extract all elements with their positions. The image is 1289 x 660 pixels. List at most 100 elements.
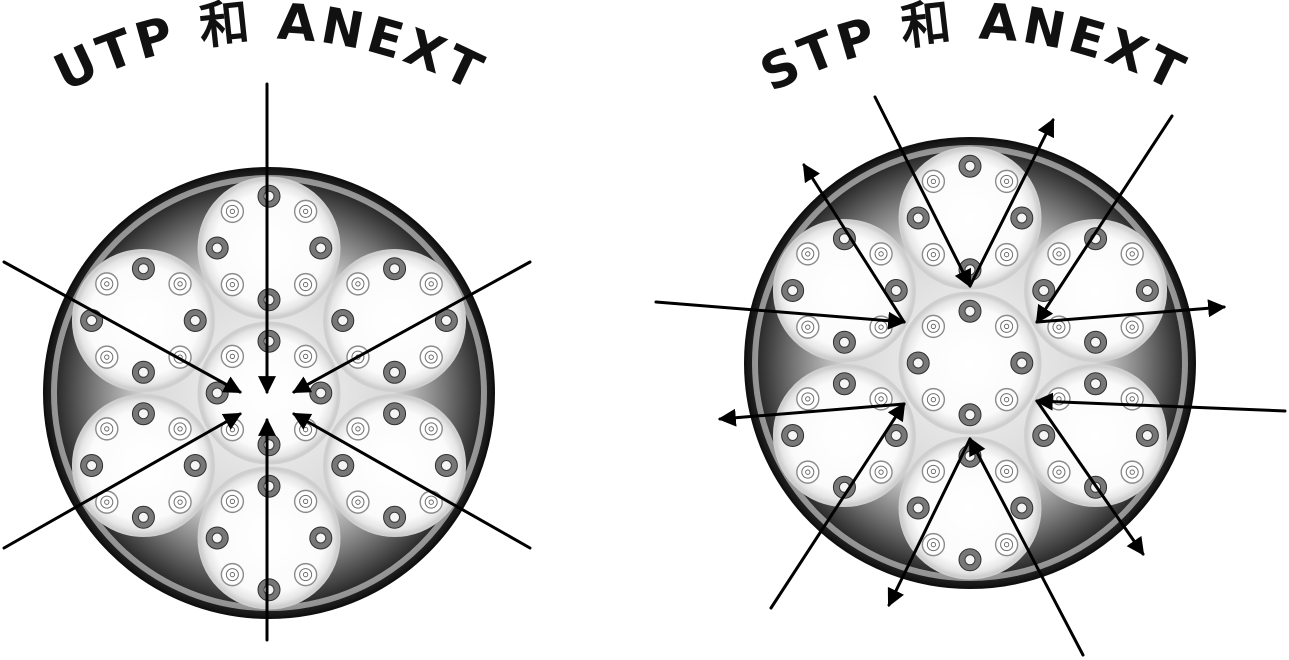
conductor-core-stp-5-5 — [805, 324, 811, 330]
stp-arrow-upper-left-out — [802, 163, 906, 324]
conductor-core-utp-3-5 — [229, 572, 235, 578]
conductor-core-stp-center-2 — [1016, 357, 1028, 369]
conductor-core-stp-4-1 — [878, 396, 884, 402]
stp-arrow-top-out — [968, 118, 1055, 288]
conductor-core-stp-2-0 — [1090, 378, 1102, 390]
conductor-core-stp-2-2 — [1141, 430, 1153, 441]
utp-anext-arrows — [2, 82, 532, 642]
conductor-core-stp-3-5 — [930, 542, 936, 548]
stp-arrow-lower-left-in — [769, 402, 906, 610]
conductor-core-stp-center-3 — [1004, 397, 1010, 403]
conductor-core-utp-0-5 — [229, 282, 235, 288]
conductor-core-stp-center-1 — [1004, 323, 1010, 329]
stp-arrow-upper-right-out — [1035, 299, 1227, 324]
conductor-core-utp-5-1 — [177, 281, 183, 287]
stp-arrow-upper-right-in — [1035, 114, 1174, 324]
conductor-core-utp-2-7 — [355, 426, 361, 432]
conductor-core-utp-2-5 — [355, 499, 361, 505]
conductor-core-utp-2-3 — [428, 499, 434, 505]
conductor-core-stp-center-6 — [912, 357, 924, 369]
conductor-core-stp-center-4 — [964, 409, 976, 421]
stp-title: STP 和 ANEXT — [751, 0, 1192, 103]
conductor-core-stp-1-1 — [1129, 251, 1135, 257]
conductor-core-stp-2-3 — [1129, 469, 1135, 475]
stp-panel: STP 和 ANEXT — [654, 0, 1287, 657]
conductor-core-utp-center-3 — [303, 427, 309, 433]
conductor-core-utp-1-1 — [428, 281, 434, 287]
conductor-core-stp-5-2 — [890, 285, 902, 296]
stp-arrow-upper-left-in — [654, 300, 907, 330]
conductor-core-stp-center-5 — [930, 397, 936, 403]
conductor-core-utp-5-2 — [189, 315, 201, 326]
conductor-core-utp-4-3 — [177, 499, 183, 505]
conductor-core-utp-2-0 — [389, 408, 401, 420]
conductor-core-stp-1-7 — [1056, 251, 1062, 257]
subcable-utp-center — [197, 321, 341, 465]
conductor-core-stp-5-3 — [878, 324, 884, 330]
conductor-core-utp-3-3 — [303, 572, 309, 578]
conductor-core-utp-3-2 — [315, 532, 327, 544]
conductor-core-utp-1-4 — [389, 366, 401, 378]
stp-arrow-top-in — [873, 95, 972, 288]
subcable-stp-4 — [772, 364, 916, 507]
conductor-core-utp-center-1 — [303, 353, 309, 359]
conductor-core-utp-5-4 — [137, 366, 149, 378]
conductor-core-stp-5-6 — [787, 285, 799, 296]
conductor-core-utp-2-1 — [428, 426, 434, 432]
conductor-core-stp-4-6 — [787, 430, 799, 441]
conductor-core-stp-0-0 — [964, 160, 976, 172]
subcable-stp-5 — [772, 219, 916, 362]
conductor-core-utp-0-7 — [229, 208, 235, 214]
conductor-core-stp-1-6 — [1038, 285, 1050, 296]
conductor-core-utp-4-6 — [86, 460, 98, 471]
subcable-stp-center — [898, 291, 1042, 435]
conductor-core-utp-5-7 — [104, 281, 110, 287]
conductor-core-stp-4-0 — [838, 378, 850, 390]
conductor-core-utp-1-0 — [389, 263, 401, 275]
conductor-core-stp-1-3 — [1129, 324, 1135, 330]
conductor-core-stp-3-0 — [964, 450, 976, 462]
conductor-core-stp-5-7 — [805, 251, 811, 257]
conductor-core-stp-0-1 — [1004, 178, 1010, 184]
conductor-core-stp-2-1 — [1129, 396, 1135, 402]
conductor-core-stp-0-5 — [930, 252, 936, 258]
conductor-core-stp-2-6 — [1038, 430, 1050, 441]
conductor-core-stp-0-3 — [1004, 252, 1010, 258]
conductor-core-utp-4-5 — [104, 499, 110, 505]
conductor-core-utp-0-6 — [211, 242, 223, 254]
subcable-stp-3 — [898, 436, 1042, 580]
conductor-core-utp-center-5 — [229, 427, 235, 433]
conductor-core-stp-3-2 — [1016, 502, 1028, 514]
conductor-core-stp-3-7 — [930, 468, 936, 474]
conductor-core-stp-3-1 — [1004, 468, 1010, 474]
subcable-utp-0 — [197, 176, 341, 320]
conductor-core-stp-4-5 — [805, 469, 811, 475]
conductor-core-stp-0-4 — [964, 264, 976, 276]
conductor-core-utp-0-3 — [303, 282, 309, 288]
subcable-utp-1 — [323, 249, 467, 392]
stp-anext-arrows — [654, 95, 1287, 657]
utp-title-text: UTP 和 ANEXT — [45, 0, 494, 103]
utp-arrow-upper-right — [292, 260, 532, 394]
stp-arrow-lower-right-in — [1034, 392, 1287, 413]
stp-arrow-bottom-out — [887, 437, 972, 607]
utp-panel: UTP 和 ANEXT — [2, 0, 532, 642]
conductor-core-utp-0-2 — [315, 242, 327, 254]
conductor-core-stp-4-2 — [890, 430, 902, 441]
conductor-core-utp-4-4 — [137, 511, 149, 523]
conductor-core-stp-4-7 — [805, 396, 811, 402]
conductor-core-utp-5-5 — [104, 354, 110, 360]
conductor-core-stp-2-5 — [1056, 469, 1062, 475]
stp-arrow-lower-left-out — [717, 402, 906, 427]
conductor-core-stp-1-5 — [1056, 324, 1062, 330]
stp-arrow-lower-right-out — [1035, 399, 1145, 556]
subcable-utp-4 — [71, 394, 215, 537]
conductor-core-utp-0-1 — [303, 208, 309, 214]
conductor-core-utp-1-7 — [355, 281, 361, 287]
conductor-core-utp-3-7 — [229, 498, 235, 504]
conductor-core-utp-1-2 — [440, 315, 452, 326]
conductor-core-utp-5-6 — [86, 315, 98, 326]
conductor-core-stp-0-2 — [1016, 212, 1028, 224]
conductor-core-utp-5-0 — [137, 263, 149, 275]
utp-arrow-lower-right — [292, 412, 532, 550]
